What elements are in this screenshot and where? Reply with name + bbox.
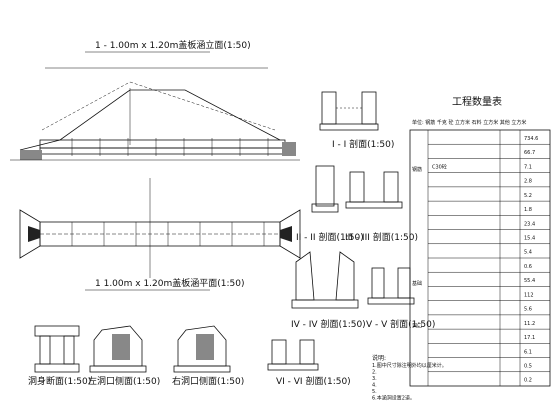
table-cell-value: 2.8 (524, 179, 532, 185)
body-title: 洞身断面(1:50) (28, 375, 91, 387)
s1-left-wall (321, 91, 337, 125)
right-portal-title: 右洞口侧面(1:50) (172, 375, 244, 387)
table-cell-value: 66.7 (524, 150, 535, 156)
joint-lines (71, 138, 269, 156)
s4-title: IV - IV 剖面(1:50) (291, 318, 366, 330)
section-1: I - I 剖面(1:50) (319, 91, 394, 150)
s6-left-block (271, 339, 287, 365)
table-cell-group: 基础 (412, 280, 422, 287)
section-left-portal: 左洞口侧面(1:50) (88, 325, 160, 387)
elevation-title: 1 - 1.00m x 1.20m盖板涵立面(1:50) (95, 39, 251, 51)
right-headwall (282, 142, 296, 156)
table-cell-value: 6.1 (524, 349, 532, 355)
s1-title: I - I 剖面(1:50) (332, 138, 394, 150)
section-3: III - III 剖面(1:50) (345, 171, 418, 243)
s3-title: III - III 剖面(1:50) (345, 231, 418, 243)
left-portal-opening (112, 334, 130, 360)
table-cell-value: 5.4 (524, 250, 532, 256)
plan-left-apron (28, 226, 40, 242)
table-cell-value: 15.4 (524, 236, 535, 242)
s4-right-wall (335, 251, 355, 301)
section-2: II - II 剖面(1:50) (296, 165, 364, 243)
s2-title: II - II 剖面(1:50) (296, 231, 364, 243)
culvert-base (39, 147, 286, 155)
plan-left-wingwall (19, 209, 41, 259)
notes-heading: 说明: (372, 354, 386, 362)
s5-left-wall (371, 267, 385, 299)
section-5: V - V 剖面(1:50) (366, 267, 435, 330)
s5-right-wall (397, 267, 411, 299)
body-right-wall (63, 335, 75, 365)
s3-base (345, 201, 403, 209)
s5-title: V - V 剖面(1:50) (366, 318, 435, 330)
section-6: VI - VI 剖面(1:50) (267, 339, 351, 387)
table-cell-value: 0.5 (524, 364, 532, 370)
plan-view: 1 1.00m x 1.20m盖板涵平面(1:50) (19, 178, 301, 291)
s2-left-wall (315, 165, 335, 207)
table-cell-value: 1.8 (524, 207, 532, 213)
s3-left-wall (349, 171, 365, 203)
notes-block: 说明: 1.图中尺寸除注明外均以厘米计。2.3.4.5.6.本涵洞设置2道。 (372, 354, 447, 402)
body-left-wall (39, 335, 51, 365)
note-line: 2. (372, 370, 377, 376)
quantity-table: 工程数量表 单位: 钢筋 千克 砼 立方米 石料 立方米 其他 立方米 734.… (409, 95, 551, 387)
table-title: 工程数量表 (452, 95, 502, 108)
left-headwall (20, 150, 42, 160)
table-cell-value: 0.2 (524, 378, 532, 384)
body-base (34, 363, 80, 373)
note-line: 5. (372, 389, 377, 395)
s2-base (311, 203, 339, 213)
note-line: 4. (372, 383, 377, 389)
plan-title: 1 1.00m x 1.20m盖板涵平面(1:50) (95, 277, 244, 289)
table-rows: 734.6 66.7 7.1 C30砼 钢筋 2.8 5.2 1.8 23.4 15.4 5.4 0.… (412, 136, 550, 384)
plan-right-apron (280, 226, 292, 242)
plan-joints (71, 222, 265, 246)
note-line: 3. (372, 376, 377, 382)
notes-lines: 1.图中尺寸除注明外均以厘米计。2.3.4.5.6.本涵洞设置2道。 (372, 362, 447, 402)
right-portal-base (173, 365, 231, 373)
table-cell-value: 11.2 (524, 321, 535, 327)
s3-right-wall (383, 171, 399, 203)
table-cell-value: 734.6 (524, 136, 538, 142)
body-top-slab (34, 325, 80, 337)
table-cell-item: C30砼 (432, 163, 447, 170)
section-right-portal: 右洞口侧面(1:50) (172, 325, 244, 387)
s4-base (291, 299, 359, 309)
table-cell-value: 0.6 (524, 264, 532, 270)
plan-right-wingwall (279, 209, 301, 259)
table-cell-value: 7.1 (524, 164, 532, 170)
left-portal-title: 左洞口侧面(1:50) (88, 375, 160, 387)
table-cell-value: 5.6 (524, 307, 532, 313)
s6-right-block (299, 339, 315, 365)
elevation-view: 1 - 1.00m x 1.20m盖板涵立面(1:50) (10, 39, 300, 161)
s1-base (319, 123, 379, 131)
right-portal-opening (196, 334, 214, 360)
embankment-outline (19, 89, 281, 151)
construction-line (41, 81, 131, 131)
table-cell-group: 洞口 (412, 323, 422, 330)
section-body: 洞身断面(1:50) (28, 325, 91, 387)
s4-left-wall (295, 251, 315, 301)
table-cell-group: 钢筋 (412, 166, 422, 173)
left-portal-base (89, 365, 147, 373)
table-cell-value: 112 (524, 292, 534, 298)
table-cell-value: 55.4 (524, 278, 535, 284)
s1-right-wall (361, 91, 377, 125)
note-line: 1.图中尺寸除注明外均以厘米计。 (372, 362, 447, 369)
table-cell-value: 17.1 (524, 335, 535, 341)
note-line: 6.本涵洞设置2道。 (372, 395, 415, 402)
table-cell-value: 23.4 (524, 221, 535, 227)
construction-line (129, 81, 276, 131)
table-cell-value: 5.2 (524, 193, 532, 199)
s6-base (267, 363, 319, 371)
s5-base (367, 297, 415, 305)
s6-title: VI - VI 剖面(1:50) (276, 375, 351, 387)
table-unit-line: 单位: 钢筋 千克 砼 立方米 石料 立方米 其他 立方米 (412, 119, 526, 126)
culvert-slab (39, 139, 286, 149)
section-4: IV - IV 剖面(1:50) (291, 251, 366, 330)
